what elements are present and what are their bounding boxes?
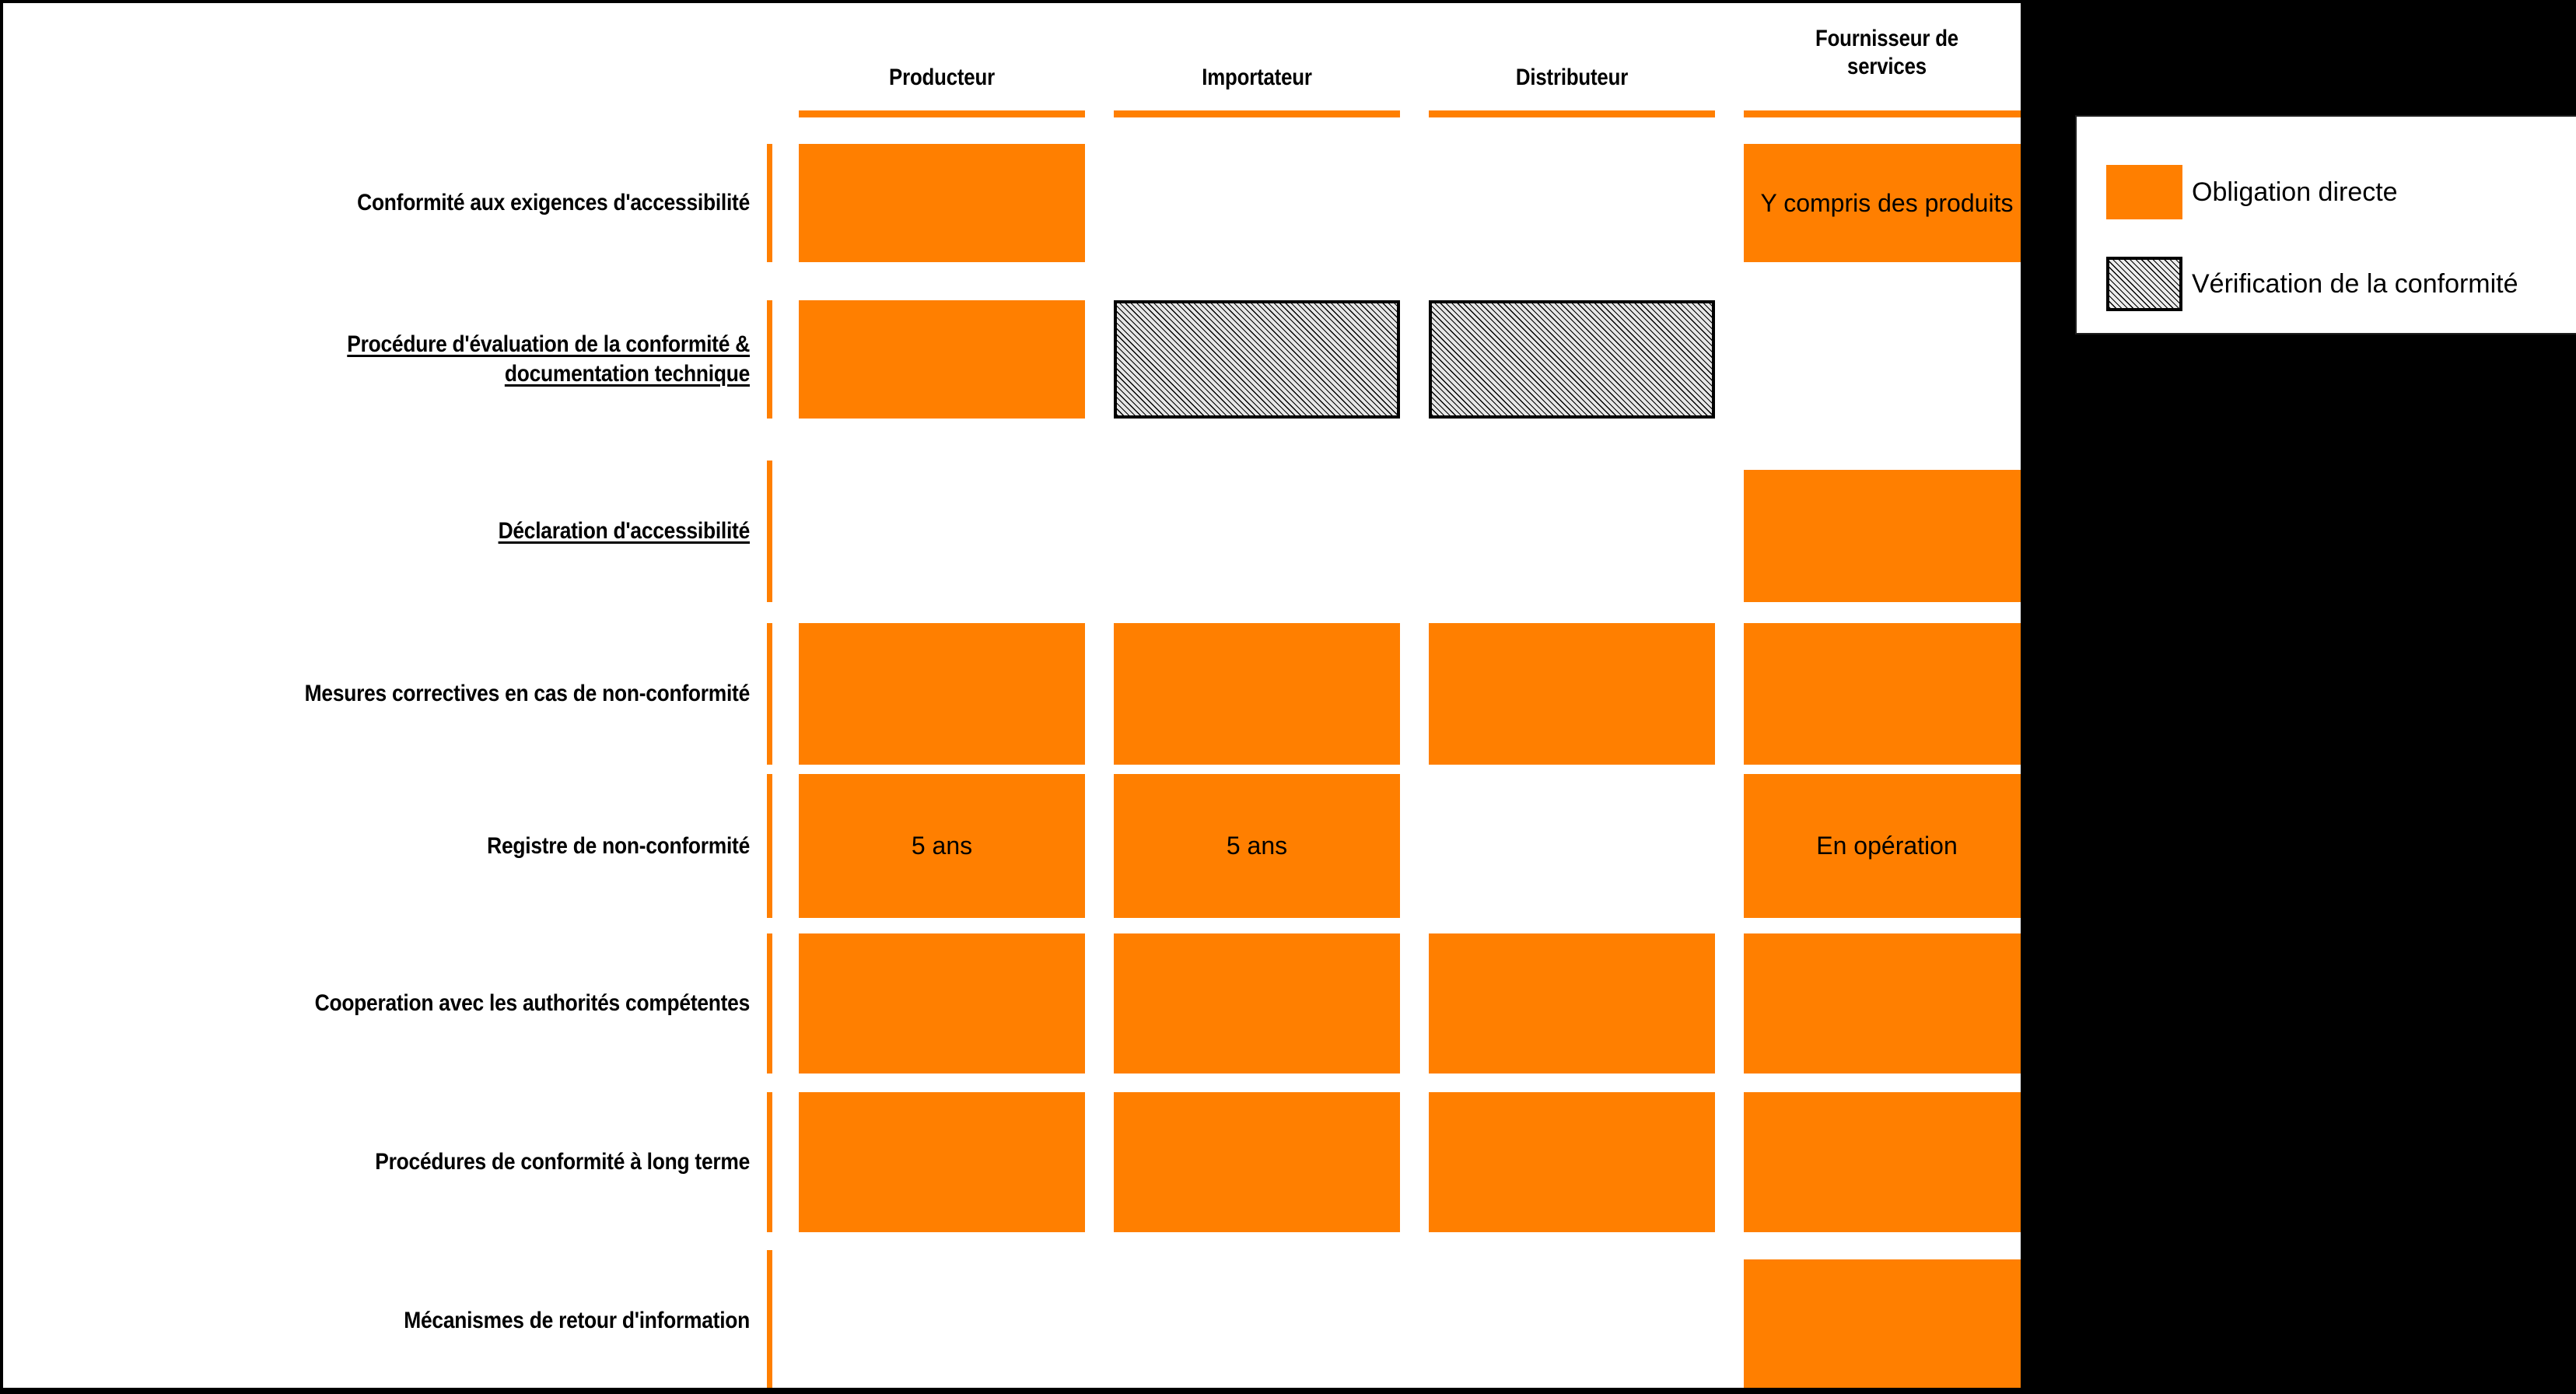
cell-r7-producteur	[799, 1092, 1085, 1232]
cell-r4-producteur-text	[799, 623, 1085, 765]
column-rule-fournisseur-de-services	[1744, 110, 2021, 117]
cell-r1-fournisseur-text: Y compris des produits	[1760, 188, 2014, 217]
cell-r8-fournisseur-text	[1744, 1259, 2021, 1388]
cell-r6-fournisseur	[1744, 933, 2021, 1074]
cell-r7-importateur	[1114, 1092, 1400, 1232]
cell-r2-distributeur-text	[1432, 303, 1712, 415]
cell-r5-fournisseur: En opération	[1744, 774, 2021, 918]
cell-r4-distributeur	[1429, 623, 1715, 765]
legend-label-verification-conformite: Vérification de la conformité	[2192, 269, 2518, 299]
row-label-text: Registre de non-conformité	[487, 832, 750, 859]
cell-r8-fournisseur	[1744, 1259, 2021, 1388]
column-rule-producteur	[799, 110, 1085, 117]
row-tick-5	[767, 774, 772, 918]
cell-r7-distributeur	[1429, 1092, 1715, 1232]
row-label-text: Cooperation avec les authorités compéten…	[314, 990, 751, 1016]
cell-r1-producteur-text	[799, 144, 1085, 262]
cell-r5-importateur-text: 5 ans	[1226, 832, 1288, 860]
row-tick-7	[767, 1092, 772, 1232]
row-tick-1	[767, 144, 772, 262]
cell-r7-importateur-text	[1114, 1092, 1400, 1232]
column-header-distributeur: Distributeur	[1515, 65, 1629, 90]
row-label-cooperation-authorites: Cooperation avec les authorités compéten…	[134, 933, 751, 1074]
column-rule-importateur	[1114, 110, 1400, 117]
row-label-text: Mécanismes de retour d'information	[404, 1308, 750, 1333]
row-label-text-line2: documentation technique	[504, 361, 750, 387]
cell-r4-producteur	[799, 623, 1085, 765]
column-header-importateur: Importateur	[1202, 65, 1312, 90]
column-rule-distributeur	[1429, 110, 1715, 117]
row-label-text: Procédures de conformité à long terme	[375, 1149, 750, 1175]
cell-r5-importateur: 5 ans	[1114, 774, 1400, 918]
legend-swatch-check-icon	[2106, 257, 2182, 311]
cell-r6-distributeur-text	[1429, 933, 1715, 1074]
cell-r7-fournisseur-text	[1744, 1092, 2021, 1232]
legend-entry-verification-conformite: Vérification de la conformité	[2106, 257, 2518, 311]
legend: Obligation directe Vérification de la co…	[2075, 115, 2576, 334]
row-label-mecanismes-retour-information: Mécanismes de retour d'information	[134, 1250, 750, 1388]
cell-r7-fournisseur	[1744, 1092, 2021, 1232]
cell-r4-distributeur-text	[1429, 623, 1715, 765]
cell-r5-producteur-text: 5 ans	[911, 832, 973, 860]
cell-r6-importateur-text	[1114, 933, 1400, 1074]
column-header-producteur: Producteur	[889, 65, 995, 90]
cell-r5-fournisseur-text: En opération	[1816, 832, 1958, 860]
row-label-text-line1: Procédure d'évaluation de la conformité …	[347, 331, 750, 357]
cell-r6-distributeur	[1429, 933, 1715, 1074]
obligations-matrix: Producteur Importateur Distributeur Four…	[0, 0, 2024, 1391]
row-tick-2	[767, 300, 772, 419]
cell-r6-producteur	[799, 933, 1085, 1074]
cell-r4-importateur-text	[1114, 623, 1400, 765]
cell-r4-importateur	[1114, 623, 1400, 765]
cell-r4-fournisseur-text	[1744, 623, 2021, 765]
cell-r5-producteur: 5 ans	[799, 774, 1085, 918]
row-label-text: Déclaration d'accessibilité	[498, 518, 751, 544]
cell-r2-distributeur	[1429, 300, 1715, 419]
row-label-procedure-evaluation: Procédure d'évaluation de la conformité …	[134, 300, 750, 419]
cell-r1-fournisseur: Y compris des produits	[1744, 144, 2021, 262]
row-tick-8	[767, 1250, 772, 1388]
row-label-declaration-accessibilite: Déclaration d'accessibilité	[134, 461, 751, 602]
row-tick-6	[767, 933, 772, 1074]
legend-label-obligation-directe: Obligation directe	[2192, 177, 2398, 207]
row-label-registre-non-conformite: Registre de non-conformité	[134, 774, 750, 918]
cell-r2-producteur	[799, 300, 1085, 419]
cell-r6-producteur-text	[799, 933, 1085, 1074]
row-label-text: Mesures correctives en cas de non-confor…	[304, 681, 751, 706]
cell-r4-fournisseur	[1744, 623, 2021, 765]
cell-r7-producteur-text	[799, 1092, 1085, 1232]
row-tick-3	[767, 461, 772, 602]
cell-r2-importateur-text	[1117, 303, 1397, 415]
cell-r3-fournisseur	[1744, 470, 2021, 602]
cell-r1-producteur	[799, 144, 1085, 262]
column-header-fournisseur-de-services: Fournisseur de services	[1815, 26, 1958, 79]
legend-swatch-direct-icon	[2106, 165, 2182, 219]
row-label-conformite-exigences: Conformité aux exigences d'accessibilité	[134, 144, 750, 262]
cell-r6-fournisseur-text	[1744, 933, 2021, 1074]
row-label-text: Conformité aux exigences d'accessibilité	[357, 190, 750, 215]
row-label-procedures-long-terme: Procédures de conformité à long terme	[134, 1092, 750, 1232]
cell-r6-importateur	[1114, 933, 1400, 1074]
row-tick-4	[767, 623, 772, 765]
row-label-mesures-correctives: Mesures correctives en cas de non-confor…	[134, 623, 751, 765]
cell-r2-importateur	[1114, 300, 1400, 419]
cell-r3-fournisseur-text	[1744, 470, 2021, 602]
cell-r2-producteur-text	[799, 300, 1085, 419]
cell-r7-distributeur-text	[1429, 1092, 1715, 1232]
legend-entry-obligation-directe: Obligation directe	[2106, 165, 2398, 219]
